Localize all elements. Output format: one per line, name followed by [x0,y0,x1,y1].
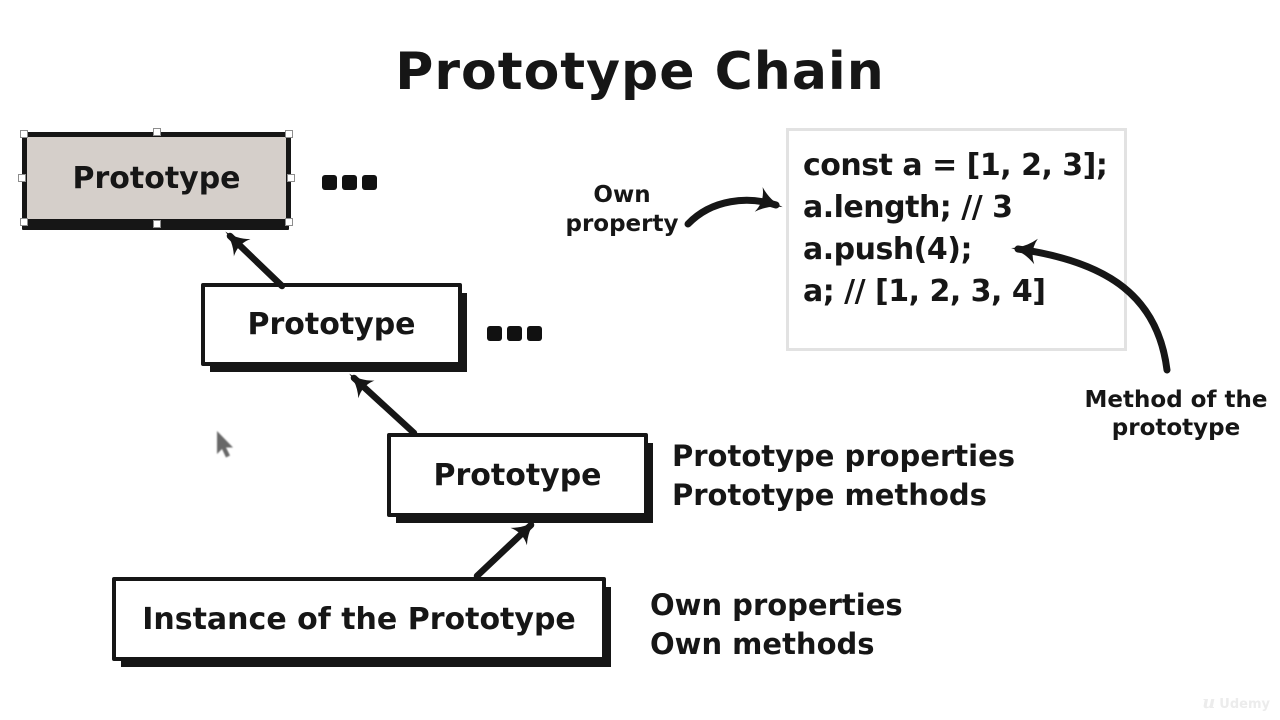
own-property-label: Own property [565,182,679,237]
own-members-label: Own properties Own methods [650,588,903,661]
selection-handle[interactable] [152,220,161,228]
prototype-members-label: Prototype properties Prototype methods [672,439,1016,512]
code-line: a; // [1, 2, 3, 4] [803,274,1046,309]
udemy-watermark: u Udemy [1202,692,1270,713]
code-line: a.length; // 3 [803,190,1013,225]
selection-handle[interactable] [285,218,293,226]
prototype-box-middle[interactable]: Prototype [201,283,462,366]
selection-handle[interactable] [20,130,28,138]
selection-handle[interactable] [287,174,295,182]
ellipsis-dot [527,326,542,341]
ellipsis-dot [362,175,377,190]
mouse-cursor [217,431,233,458]
ellipsis-dot [342,175,357,190]
ellipsis-icon [322,175,377,190]
arrow-box2-to-box1 [225,231,286,290]
arrow-box3-to-box2 [349,373,418,437]
method-of-prototype-label: Method of the prototype [1084,387,1268,441]
ellipsis-icon [487,326,542,341]
code-line: const a = [1, 2, 3]; [803,148,1108,183]
selection-handle[interactable] [20,218,28,226]
prototype-box-lower-label: Prototype [433,457,602,493]
ellipsis-dot [322,175,337,190]
selection-handle[interactable] [18,174,26,182]
selection-handle[interactable] [285,130,293,138]
ellipsis-dot [507,326,522,341]
instance-box[interactable]: Instance of the Prototype [112,577,606,661]
prototype-box-middle-label: Prototype [247,307,416,342]
code-line: a.push(4); [803,232,972,267]
arrow-instance-to-box3 [473,520,536,580]
udemy-logo-icon: u [1202,692,1216,713]
prototype-box-top-label: Prototype [72,160,241,196]
arrow-own-property-to-code [684,187,783,228]
ellipsis-dot [487,326,502,341]
udemy-brand-text: Udemy [1219,697,1270,712]
page-title: Prototype Chain [395,42,885,102]
code-snippet-box: const a = [1, 2, 3]; a.length; // 3 a.pu… [786,128,1127,351]
instance-box-label: Instance of the Prototype [142,601,576,637]
prototype-box-top[interactable]: Prototype [18,128,295,228]
selection-handle[interactable] [152,128,161,136]
prototype-box-lower[interactable]: Prototype [387,433,648,517]
